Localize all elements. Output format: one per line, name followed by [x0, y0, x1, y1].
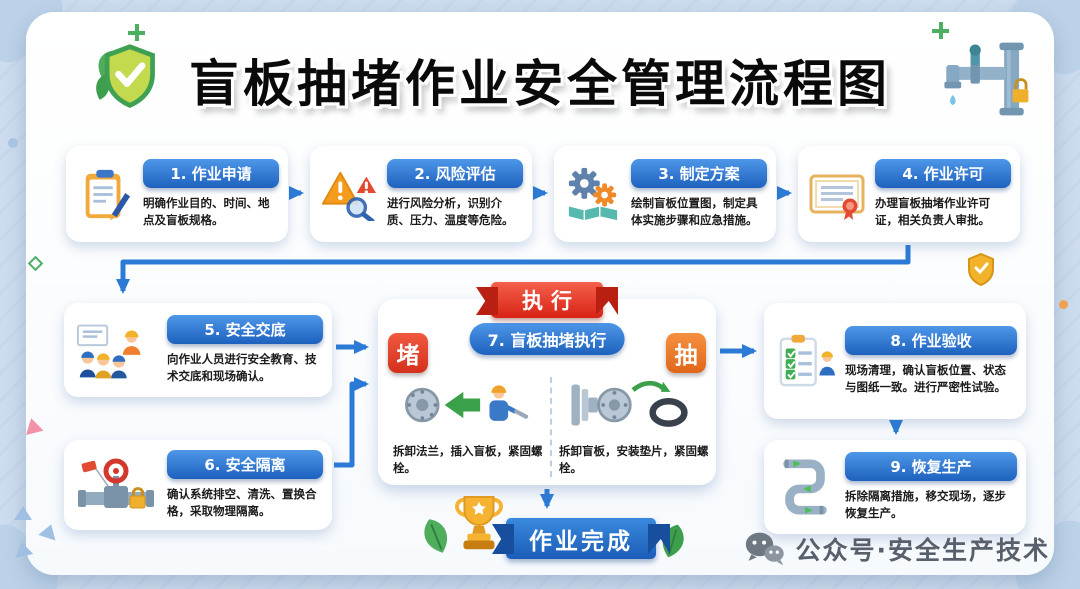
plug-desc: 拆卸法兰，插入盲板，紧固螺栓。	[393, 443, 543, 475]
watermark-text: 公众号·安全生产技术	[795, 536, 1050, 565]
step-desc: 现场清理，确认盲板位置、状态与图纸一致。进行严密性试验。	[845, 362, 1006, 394]
step-desc: 进行风险分析，识别介质、压力、温度等危险。	[387, 195, 514, 227]
flange-insert-illustration-icon	[405, 385, 529, 423]
permit-certificate-icon	[807, 168, 867, 220]
faucet-icon	[944, 42, 1029, 116]
plus-decor	[932, 22, 949, 39]
extract-desc: 拆卸盲板，安装垫片，紧固螺栓。	[559, 443, 709, 475]
watermark: 公众号·安全生产技术	[744, 530, 1051, 568]
risk-warning-icon	[319, 167, 379, 221]
briefing-workers-icon	[73, 321, 159, 379]
step-title-badge: 6. 安全隔离	[167, 449, 323, 479]
completion-group: 作业完成	[418, 490, 688, 578]
step-card-1: 1. 作业申请 明确作业目的、时间、地点及盲板规格。	[66, 146, 288, 242]
acceptance-checklist-icon	[773, 333, 837, 389]
step-desc: 拆除隔离措施，移交现场，逐步恢复生产。	[845, 488, 1006, 520]
shield-check-icon	[96, 44, 155, 108]
execution-columns: 拆卸法兰，插入盲板，紧固螺栓。 拆卸盲板，安装垫片，紧固螺栓。	[386, 377, 709, 477]
step-card-8: 8. 作业验收 现场清理，确认盲板位置、状态与图纸一致。进行严密性试验。	[764, 303, 1026, 419]
wechat-icon	[745, 532, 784, 566]
step-desc: 明确作业目的、时间、地点及盲板规格。	[143, 195, 270, 227]
plug-tag: 堵	[388, 333, 428, 373]
step-title-badge: 4. 作业许可	[875, 158, 1011, 188]
flange-extract-illustration-icon	[571, 380, 688, 427]
execution-panel: 执行 7. 盲板抽堵执行 堵 抽 拆卸法兰，插入盲板，紧固	[378, 282, 716, 485]
step-title-badge: 1. 作业申请	[143, 158, 279, 188]
step-title-badge: 9. 恢复生产	[845, 451, 1017, 481]
step-desc: 确认系统排空、清洗、置换合格，采取物理隔离。	[167, 486, 317, 518]
application-clipboard-icon	[75, 166, 135, 222]
dot-decor	[1059, 300, 1068, 309]
gold-shield-icon	[968, 252, 994, 286]
leaf-icon	[424, 519, 448, 553]
plan-gears-icon	[563, 166, 623, 222]
execution-title-badge: 7. 盲板抽堵执行	[469, 323, 625, 355]
step-title-badge: 5. 安全交底	[167, 314, 323, 344]
step-title-badge: 3. 制定方案	[631, 158, 767, 188]
step-desc: 办理盲板抽堵作业许可证，相关负责人审批。	[875, 195, 990, 227]
dot-decor	[8, 138, 18, 148]
execution-ribbon: 执行	[491, 282, 603, 318]
step-card-5: 5. 安全交底 向作业人员进行安全教育、技术交底和现场确认。	[64, 303, 332, 397]
step-desc: 绘制盲板位置图，制定具体实施步骤和应急措施。	[631, 195, 758, 227]
step-card-4: 4. 作业许可 办理盲板抽堵作业许可证，相关负责人审批。	[798, 146, 1020, 242]
triangle-decor	[14, 506, 32, 520]
isolation-valve-lock-icon	[73, 456, 159, 514]
extract-column: 拆卸盲板，安装垫片，紧固螺栓。	[550, 377, 716, 477]
completion-banner: 作业完成	[506, 518, 656, 559]
step-card-2: 2. 风险评估 进行风险分析，识别介质、压力、温度等危险。	[310, 146, 532, 242]
step-card-3: 3. 制定方案 绘制盲板位置图，制定具体实施步骤和应急措施。	[554, 146, 776, 242]
step-title-badge: 2. 风险评估	[387, 158, 523, 188]
step-card-9: 9. 恢复生产 拆除隔离措施，移交现场，逐步恢复生产。	[764, 440, 1026, 534]
extract-tag: 抽	[666, 333, 706, 373]
step-card-6: 6. 安全隔离 确认系统排空、清洗、置换合格，采取物理隔离。	[64, 440, 332, 530]
trophy-icon	[455, 495, 503, 550]
plug-column: 拆卸法兰，插入盲板，紧固螺栓。	[386, 377, 550, 477]
step-title-badge: 8. 作业验收	[845, 325, 1017, 355]
resume-pipes-icon	[773, 458, 837, 516]
poster-title: 盲板抽堵作业安全管理流程图	[189, 55, 891, 113]
step-desc: 向作业人员进行安全教育、技术交底和现场确认。	[167, 351, 317, 383]
plus-decor	[128, 24, 145, 41]
